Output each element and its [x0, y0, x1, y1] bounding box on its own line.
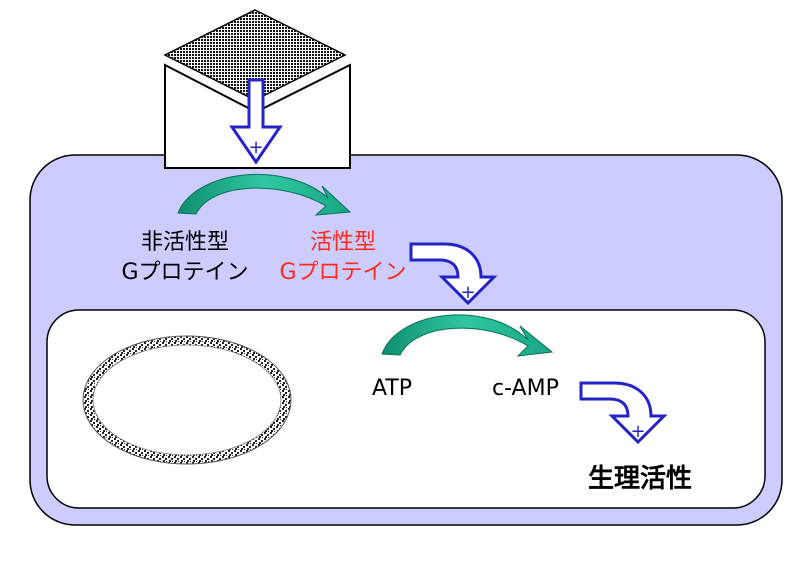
g-protein-activation-arrow: [177, 173, 352, 216]
camp-to-response-arrow: [579, 381, 668, 445]
camp-label: c-AMP: [492, 376, 559, 401]
inactive-g-protein-label: 非活性型 Gプロテイン: [110, 228, 260, 288]
inactive-g-protein-line1: 非活性型: [140, 230, 229, 255]
physiological-activity-label: 生理活性: [588, 464, 693, 494]
inactive-g-protein-line2: Gプロテイン: [121, 260, 249, 285]
plus-sign-2: +: [460, 282, 475, 303]
active-g-protein-label: 活性型 Gプロテイン: [268, 228, 418, 288]
ring-structure: [82, 335, 292, 465]
active-g-protein-line1: 活性型: [309, 230, 376, 255]
active-g-protein-line2: Gプロテイン: [279, 260, 407, 285]
atp-label: ATP: [372, 376, 413, 401]
plus-sign-1: +: [248, 137, 263, 158]
ligand-activation-arrow: [229, 78, 283, 165]
plus-sign-3: +: [630, 421, 645, 442]
g-protein-to-enzyme-arrow: [409, 242, 498, 306]
atp-to-camp-arrow: [381, 314, 554, 357]
